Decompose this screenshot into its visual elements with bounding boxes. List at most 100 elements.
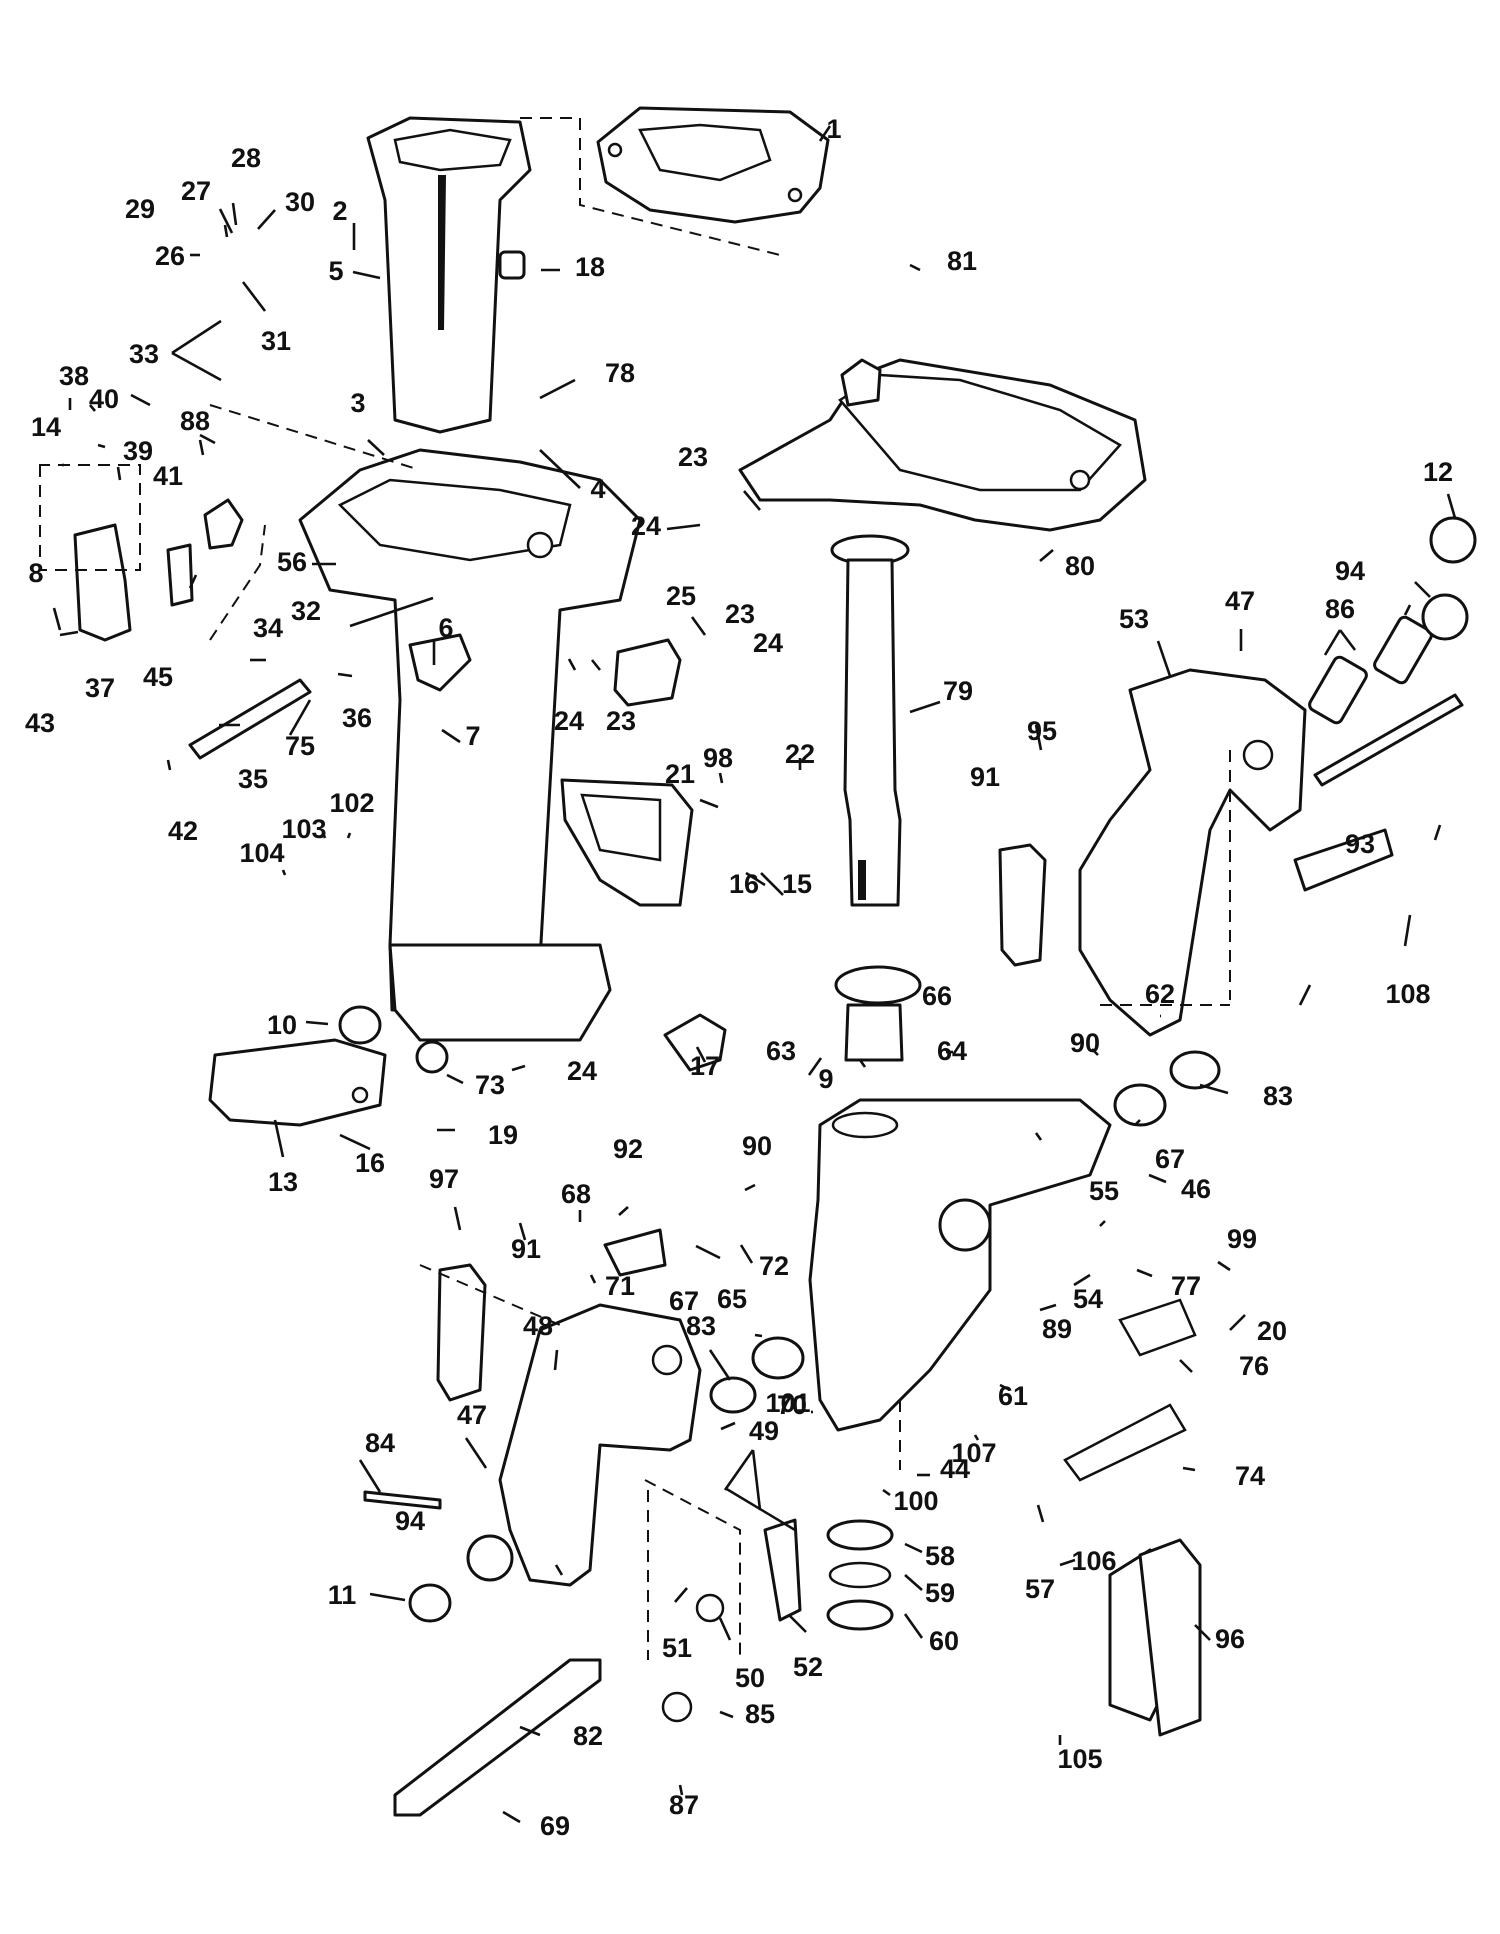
callout-19: 19 [488,1120,518,1150]
callout-47b: 47 [457,1400,487,1430]
callout-63: 63 [766,1036,796,1066]
part-washer-83-left [709,1376,757,1414]
callout-1: 1 [826,114,841,144]
callout-labels: 1 2 3 4 5 6 7 8 9 10 11 12 13 14 15 16 1… [25,114,1453,1841]
callout-24d: 24 [567,1056,597,1086]
callout-4: 4 [590,474,605,504]
callout-41: 41 [153,461,183,491]
callout-60: 60 [929,1626,959,1656]
callout-61: 61 [998,1381,1028,1411]
callout-24b: 24 [753,628,783,658]
part-flat-bar [393,1658,602,1817]
part-arm-52 [763,1518,802,1622]
leader-lines [52,125,1457,1824]
part-exhaust-housing [366,116,532,434]
part-cap-11 [408,1583,452,1623]
callout-8: 8 [28,558,43,588]
callout-3: 3 [350,388,365,418]
callout-51: 51 [662,1633,692,1663]
callout-67b: 67 [669,1286,699,1316]
callout-28: 28 [231,143,261,173]
callout-25: 25 [666,581,696,611]
callout-91b: 91 [511,1234,541,1264]
callout-24c: 24 [554,706,584,736]
callout-103: 103 [281,814,326,844]
callout-94b: 94 [395,1506,425,1536]
callout-22: 22 [785,739,815,769]
callout-70: 70 [777,1390,807,1420]
part-link-95 [998,843,1047,967]
part-bushing-67-right [1113,1083,1167,1127]
callout-16b: 16 [355,1148,385,1178]
part-tube-108 [1293,828,1394,892]
callout-59: 59 [925,1578,955,1608]
part-mount-25 [613,638,682,707]
part-bolt-84 [363,1490,442,1510]
part-sleeves-86 [1308,615,1433,725]
callout-30: 30 [285,187,315,217]
part-steering-shaft [830,534,910,907]
callout-26: 26 [155,241,185,271]
callout-98: 98 [703,743,733,773]
part-link-97 [436,1263,487,1402]
part-plate-88 [203,498,244,550]
callout-75: 75 [285,731,315,761]
part-plug [498,250,526,280]
callout-9: 9 [818,1064,833,1094]
callout-62: 62 [1145,979,1175,1009]
callout-15: 15 [782,869,812,899]
callout-48: 48 [523,1311,553,1341]
callout-65: 65 [717,1284,747,1314]
callout-5: 5 [328,256,343,286]
part-bushing-66 [834,965,922,1062]
callout-64: 64 [937,1036,967,1066]
callout-67a: 67 [1155,1144,1185,1174]
part-bracket-21 [560,778,694,907]
callout-66: 66 [922,981,952,1011]
callout-102: 102 [329,788,374,818]
callout-53: 53 [1119,604,1149,634]
callout-17: 17 [690,1051,720,1081]
callout-40: 40 [89,384,119,414]
callout-34: 34 [253,613,283,643]
part-knob-73 [415,1040,449,1074]
callout-93: 93 [1345,829,1375,859]
callout-78: 78 [605,358,635,388]
callout-97: 97 [429,1164,459,1194]
callout-42: 42 [168,816,198,846]
callout-82: 82 [573,1721,603,1751]
callout-104: 104 [239,838,284,868]
callout-107: 107 [951,1438,996,1468]
callout-74: 74 [1235,1461,1265,1491]
callout-79: 79 [943,676,973,706]
callout-23c: 23 [606,706,636,736]
part-disc-87 [661,1691,693,1723]
callout-56: 56 [277,547,307,577]
callout-54: 54 [1073,1284,1103,1314]
part-latch-17 [663,1013,727,1072]
part-clamp-bracket [808,1098,1112,1432]
callout-38: 38 [59,361,89,391]
callout-27: 27 [181,176,211,206]
callout-96: 96 [1215,1624,1245,1654]
callout-91a: 91 [970,762,1000,792]
part-plate-45 [166,543,194,607]
part-ring-58 [826,1519,894,1551]
callout-87: 87 [669,1790,699,1820]
part-steering-bracket [738,358,1147,532]
part-drive-shaft-housing [298,448,642,1042]
part-swivel-bracket-right [1078,668,1307,1037]
callout-86: 86 [1325,594,1355,624]
part-cover [208,1038,387,1127]
callout-37: 37 [85,673,115,703]
callout-24a: 24 [631,511,661,541]
callout-92: 92 [613,1134,643,1164]
callout-33: 33 [129,339,159,369]
callout-94a: 94 [1335,556,1365,586]
callout-31: 31 [261,326,291,356]
part-lever-37 [73,523,132,642]
callout-101: 101 [765,1388,810,1418]
part-cap-10 [338,1005,382,1045]
callout-36: 36 [342,703,372,733]
callout-72: 72 [759,1251,789,1281]
